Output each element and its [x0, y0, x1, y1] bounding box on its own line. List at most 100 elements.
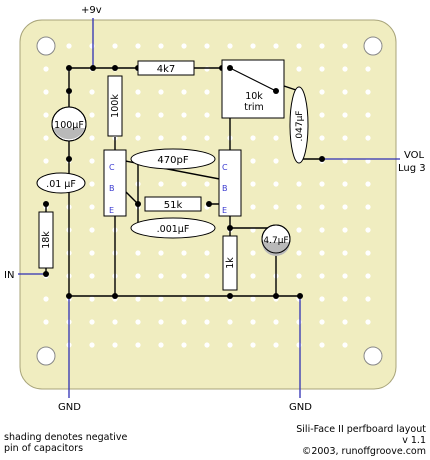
hole — [342, 342, 348, 348]
hole — [158, 296, 164, 302]
hole — [158, 319, 164, 325]
gnd-left-label: GND — [58, 402, 81, 413]
hole — [319, 250, 325, 256]
hole — [89, 89, 95, 95]
hole — [365, 204, 371, 210]
hole — [89, 342, 95, 348]
hole — [112, 342, 118, 348]
transistor-right: C B E — [218, 149, 242, 217]
hole — [319, 112, 325, 118]
hole — [296, 181, 302, 187]
hole — [342, 89, 348, 95]
hole — [273, 204, 279, 210]
hole — [43, 296, 49, 302]
svg-text:.001µF: .001µF — [157, 224, 190, 235]
hole — [135, 296, 141, 302]
mount-hole-top-right — [363, 36, 383, 56]
hole — [43, 66, 49, 72]
hole — [158, 112, 164, 118]
hole — [250, 250, 256, 256]
hole — [89, 273, 95, 279]
capacitor-01uF: .01 µF — [36, 172, 86, 194]
hole — [43, 112, 49, 118]
svg-text:100µF: 100µF — [54, 120, 84, 131]
external-leads — [18, 18, 400, 398]
hole — [250, 158, 256, 164]
hole — [342, 181, 348, 187]
hole — [319, 227, 325, 233]
hole — [342, 112, 348, 118]
hole — [135, 135, 141, 141]
hole — [204, 181, 210, 187]
hole — [365, 319, 371, 325]
hole — [296, 204, 302, 210]
hole — [342, 204, 348, 210]
hole — [319, 89, 325, 95]
resistor-4k7: 4k7 — [137, 60, 195, 76]
hole — [43, 135, 49, 141]
hole — [66, 43, 72, 49]
hole — [204, 319, 210, 325]
svg-text:51k: 51k — [164, 200, 183, 211]
capacitor-470pF: 470pF — [130, 148, 216, 170]
svg-text:E: E — [222, 206, 227, 215]
hole — [273, 342, 279, 348]
hole — [89, 204, 95, 210]
hole — [135, 319, 141, 325]
hole — [204, 89, 210, 95]
mount-hole-bottom-left — [36, 346, 56, 366]
hole — [204, 342, 210, 348]
hole — [365, 296, 371, 302]
hole — [89, 250, 95, 256]
svg-text:.047µF: .047µF — [295, 111, 305, 142]
hole — [135, 273, 141, 279]
resistor-1k: 1k — [222, 235, 238, 291]
hole — [365, 181, 371, 187]
hole — [250, 319, 256, 325]
hole — [89, 319, 95, 325]
hole — [273, 158, 279, 164]
hole — [365, 250, 371, 256]
hole — [342, 227, 348, 233]
hole — [89, 158, 95, 164]
svg-text:B: B — [109, 184, 115, 193]
hole — [250, 342, 256, 348]
svg-text:B: B — [222, 184, 228, 193]
capacitor-4-7uF: 4.7µF — [261, 224, 291, 256]
hole — [181, 273, 187, 279]
hole — [365, 227, 371, 233]
vol-lug-label: Lug 3 — [398, 163, 426, 174]
hole — [89, 112, 95, 118]
hole — [43, 89, 49, 95]
hole — [135, 43, 141, 49]
hole — [204, 250, 210, 256]
svg-text:C: C — [222, 163, 228, 172]
hole — [296, 250, 302, 256]
hole — [204, 112, 210, 118]
resistor-100k: 100k — [107, 75, 123, 137]
hole — [342, 273, 348, 279]
hole — [89, 296, 95, 302]
hole — [135, 342, 141, 348]
hole — [273, 43, 279, 49]
svg-text:18k: 18k — [41, 231, 52, 249]
svg-text:C: C — [109, 163, 115, 172]
hole — [342, 43, 348, 49]
title-line1: Sili-Face II perfboard layout — [296, 424, 426, 435]
hole — [181, 342, 187, 348]
hole — [158, 273, 164, 279]
hole — [89, 181, 95, 187]
hole — [89, 227, 95, 233]
hole — [365, 135, 371, 141]
hole — [43, 319, 49, 325]
hole — [181, 181, 187, 187]
hole — [158, 89, 164, 95]
capacitor-001uF: .001µF — [130, 217, 216, 239]
resistor-18k: 18k — [38, 211, 54, 269]
hole — [342, 296, 348, 302]
hole — [227, 342, 233, 348]
mount-hole-bottom-right — [363, 346, 383, 366]
hole — [135, 112, 141, 118]
hole — [43, 158, 49, 164]
vol-label: VOL — [404, 150, 425, 161]
